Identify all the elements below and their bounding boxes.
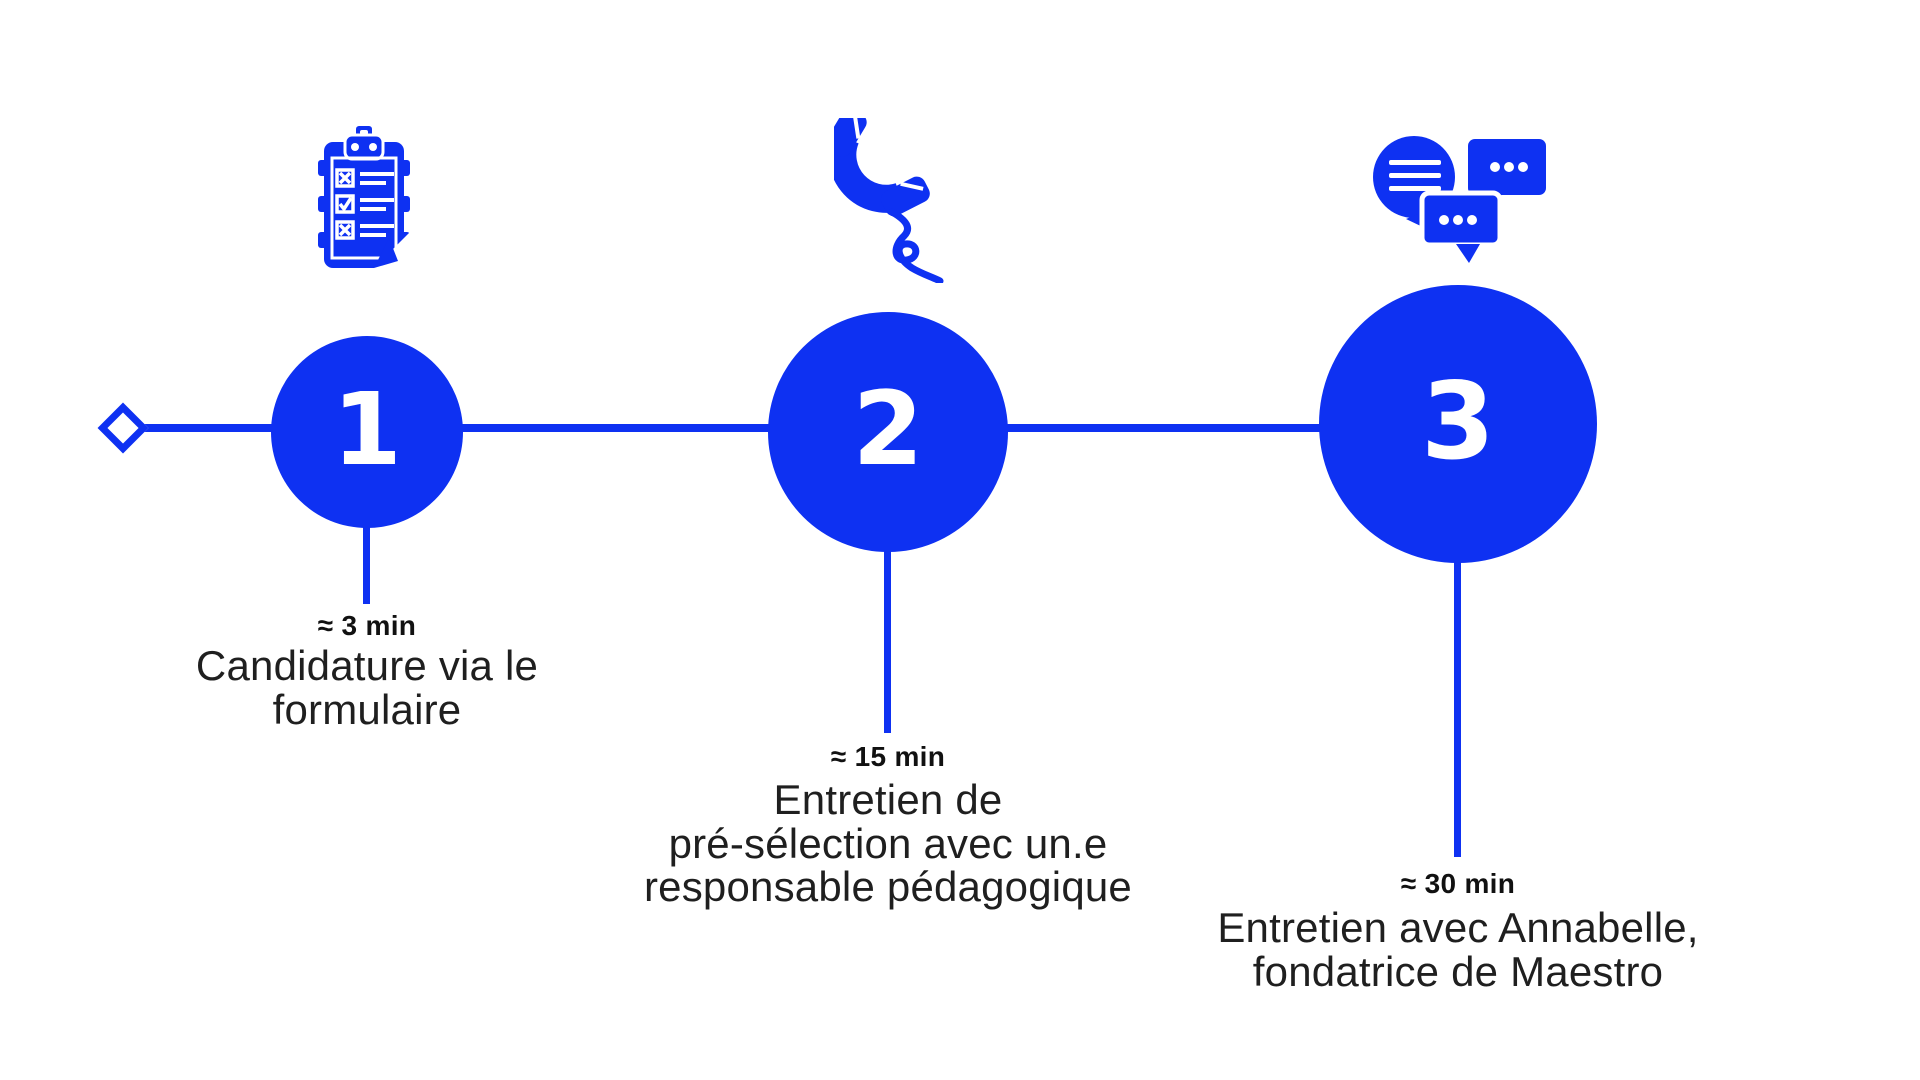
- step-3-number: 3: [1421, 360, 1495, 483]
- phone-handset-icon: [834, 118, 954, 283]
- step-1-circle: 1: [271, 336, 463, 528]
- step-3-caption: Entretien avec Annabelle, fondatrice de …: [1217, 904, 1699, 995]
- step-1-duration: ≈ 3 min: [317, 610, 417, 641]
- step-2-number: 2: [852, 370, 924, 489]
- timeline-start-diamond: [97, 402, 149, 454]
- step-3-connector: [1454, 560, 1461, 857]
- step-2-connector: [884, 548, 891, 733]
- step-1-number: 1: [332, 371, 402, 488]
- step-2-circle: 2: [768, 312, 1008, 552]
- step-3-duration: ≈ 30 min: [1400, 868, 1516, 899]
- step-2-duration: ≈ 15 min: [830, 741, 946, 772]
- clipboard-checklist-icon: [318, 126, 410, 273]
- step-3-circle: 3: [1319, 285, 1597, 563]
- step-1-caption: Candidature via le formulaire: [195, 642, 539, 733]
- chat-bubbles-icon: [1368, 133, 1554, 265]
- step-1-connector: [363, 524, 370, 604]
- step-2-caption: Entretien de pré-sélection avec un.e res…: [643, 776, 1132, 911]
